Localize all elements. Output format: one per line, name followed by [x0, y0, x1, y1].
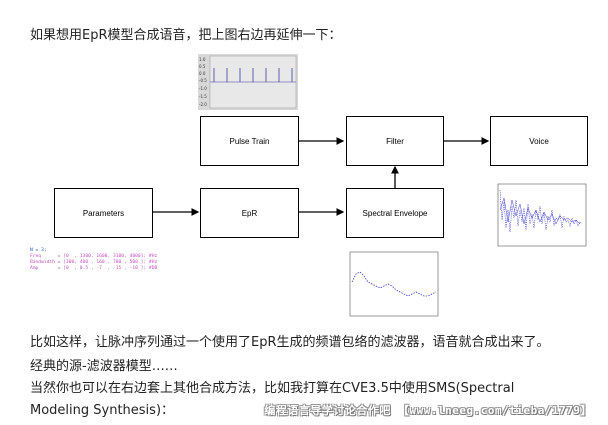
- y-tick: 0.5: [199, 64, 206, 69]
- code-line-1: N = 3;: [30, 248, 47, 253]
- paragraph-line-3: 当然你也可以在右边套上其他合成方法，比如我打算在CVE3.5中使用SMS(Spe…: [30, 381, 515, 396]
- intro-text: 如果想用EpR模型合成语音，把上图右边再延伸一下：: [30, 28, 342, 43]
- voice-box: Voice: [490, 116, 588, 166]
- paragraph-line-4: Modeling Synthesis)：: [30, 403, 175, 418]
- paragraph-line-2: 经典的源-滤波器模型……: [30, 359, 178, 374]
- pulse-lines: [213, 68, 293, 82]
- y-tick: -1.0: [199, 86, 207, 91]
- code-line-2: Freq = [0 , 1300, 1600, 3100, 4000]; #Hz: [30, 254, 158, 259]
- parameters-box: Parameters: [54, 188, 153, 238]
- code-line-3: Bandwidth = [300, 400 , 160 , 780 , 500 …: [30, 260, 158, 265]
- watermark: 编程语言导学讨论合作吧 【www.lneeg.com/tieba/1779】: [264, 404, 592, 417]
- parameter-code: N = 3;Freq = [0 , 1300, 1600, 3100, 4000…: [30, 248, 158, 274]
- pulse-train-plot: 1.0 0.5 0.0 -0.5 -1.0 -1.5 -2.0: [198, 54, 298, 110]
- pulse-train-box: Pulse Train: [200, 116, 299, 166]
- epr-box: EpR: [200, 188, 299, 238]
- y-tick: 0.0: [199, 71, 206, 76]
- y-tick: -2.0: [199, 102, 207, 107]
- paragraph-line-1: 比如这样，让脉冲序列通过一个使用了EpR生成的频谱包络的滤波器，语音就合成出来了…: [30, 335, 550, 350]
- filter-box: Filter: [346, 116, 444, 166]
- y-tick: 1.0: [199, 57, 206, 62]
- y-tick: -0.5: [199, 78, 207, 83]
- spectral-envelope-plot: [349, 251, 439, 317]
- voice-waveform-plot: [497, 183, 587, 247]
- y-tick: -1.5: [199, 94, 207, 99]
- spectral-envelope-box: Spectral Envelope: [346, 188, 444, 238]
- code-line-4: Amp = [0 , 0.5 , -7 , -15 , -10 ]; #DB: [30, 266, 158, 271]
